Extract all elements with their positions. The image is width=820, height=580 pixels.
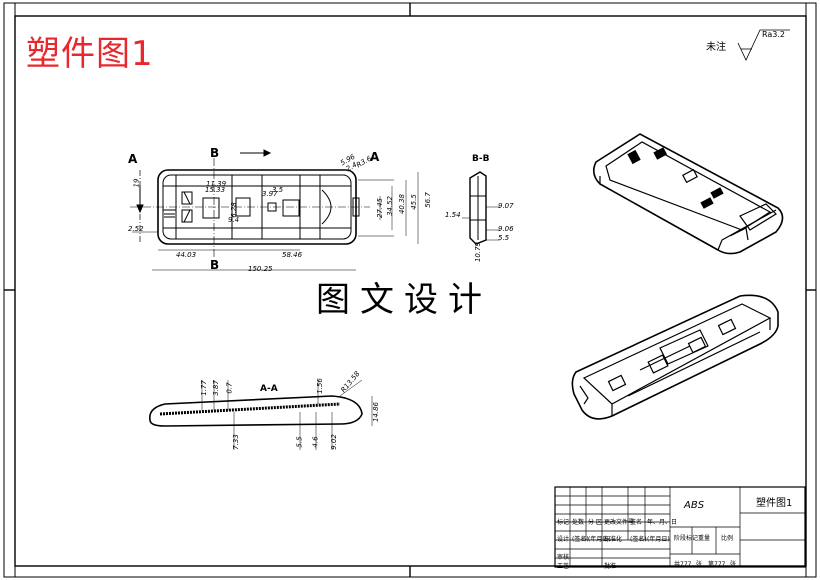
front-view	[130, 149, 419, 271]
dim-label: 4.6	[311, 436, 320, 448]
dim-label: 44.03	[176, 251, 197, 259]
section-label-b-bottom: B	[210, 258, 220, 272]
tb-cell: 更改文件号	[604, 519, 635, 526]
side-view	[462, 171, 500, 245]
tb-cell: 比例	[721, 535, 734, 542]
material-label: ABS	[684, 500, 705, 511]
dim-label: 3.5	[272, 186, 284, 194]
dim-label: 1.77	[199, 380, 208, 396]
center-title: 图文设计	[316, 280, 492, 320]
tb-cell: 张	[730, 561, 737, 568]
iso-view-bottom	[571, 294, 779, 420]
section-view	[148, 379, 373, 450]
tb-cell: 标准化	[604, 536, 623, 543]
part-name: 塑件图1	[756, 498, 793, 509]
dim-label: 5.5	[498, 234, 510, 242]
dim-label: 56.7	[423, 192, 432, 208]
tb-cell: 阶段标记	[674, 535, 699, 542]
dim-label: 58.46	[282, 251, 303, 259]
section-view-title: A-A	[260, 384, 278, 394]
dim-label: 1.56	[315, 378, 324, 394]
roughness-value: Ra3.2	[762, 30, 786, 39]
dim-label: 27.45	[376, 197, 385, 219]
tb-cell: 分 区	[588, 519, 602, 526]
dim-label: 9.07	[498, 202, 514, 210]
tb-cell: 审核	[557, 554, 570, 561]
dim-label: 0.7	[225, 382, 234, 394]
tb-cell: 标记	[557, 519, 570, 526]
tb-cell: 重量	[698, 535, 711, 542]
dim-label: 1.54	[445, 211, 461, 219]
tb-cell: (签名)	[630, 536, 647, 543]
side-view-title: B-B	[472, 154, 490, 164]
dim-label: 34.52	[386, 195, 395, 217]
roughness-remark: 未注	[706, 42, 726, 53]
dim-label: 14.86	[372, 401, 381, 423]
tb-cell: 工艺	[557, 563, 570, 570]
dim-label: 5.5	[295, 436, 304, 448]
tb-cell: (签名)	[572, 536, 589, 543]
dim-label: 9.02	[329, 434, 338, 450]
dim-label: 19	[132, 178, 141, 188]
dim-label: 9.4	[228, 216, 240, 224]
section-label-a-left: A	[128, 152, 138, 166]
roughness-symbol	[737, 29, 790, 61]
dim-label: 150.25	[248, 265, 273, 273]
tb-cell: 设计	[557, 536, 570, 543]
dim-label: 9.06	[498, 225, 514, 233]
drawing-title: 塑件图1	[26, 34, 154, 74]
tb-cell: 年、月、日	[647, 519, 678, 526]
tb-cell: (年月日)	[647, 536, 670, 543]
dim-label: 3.87	[211, 380, 220, 396]
dim-label: 3.97	[262, 190, 278, 198]
dim-label: 15.33	[205, 186, 226, 194]
dim-label: 11.39	[206, 180, 227, 188]
dim-label: 40.38	[398, 193, 407, 215]
tb-cell: (年月日)	[588, 536, 611, 543]
dim-label: 2.52	[128, 225, 144, 233]
iso-view-top	[592, 133, 784, 255]
tb-cell: 处数	[572, 519, 585, 526]
dim-label: 7.33	[231, 434, 240, 450]
section-label-a-right: A	[370, 150, 380, 164]
dim-label: 10.79	[474, 241, 483, 263]
tb-cell: 签名	[630, 519, 643, 526]
tb-cell: 批准	[604, 563, 617, 570]
tb-cell: 共777	[674, 561, 692, 568]
tb-cell: 张	[696, 561, 703, 568]
section-label-b-top: B	[210, 146, 220, 160]
dim-label: 45.5	[409, 194, 418, 210]
tb-cell: 第777	[708, 561, 726, 568]
title-block	[554, 486, 806, 568]
dim-label: 6.28	[229, 202, 238, 218]
